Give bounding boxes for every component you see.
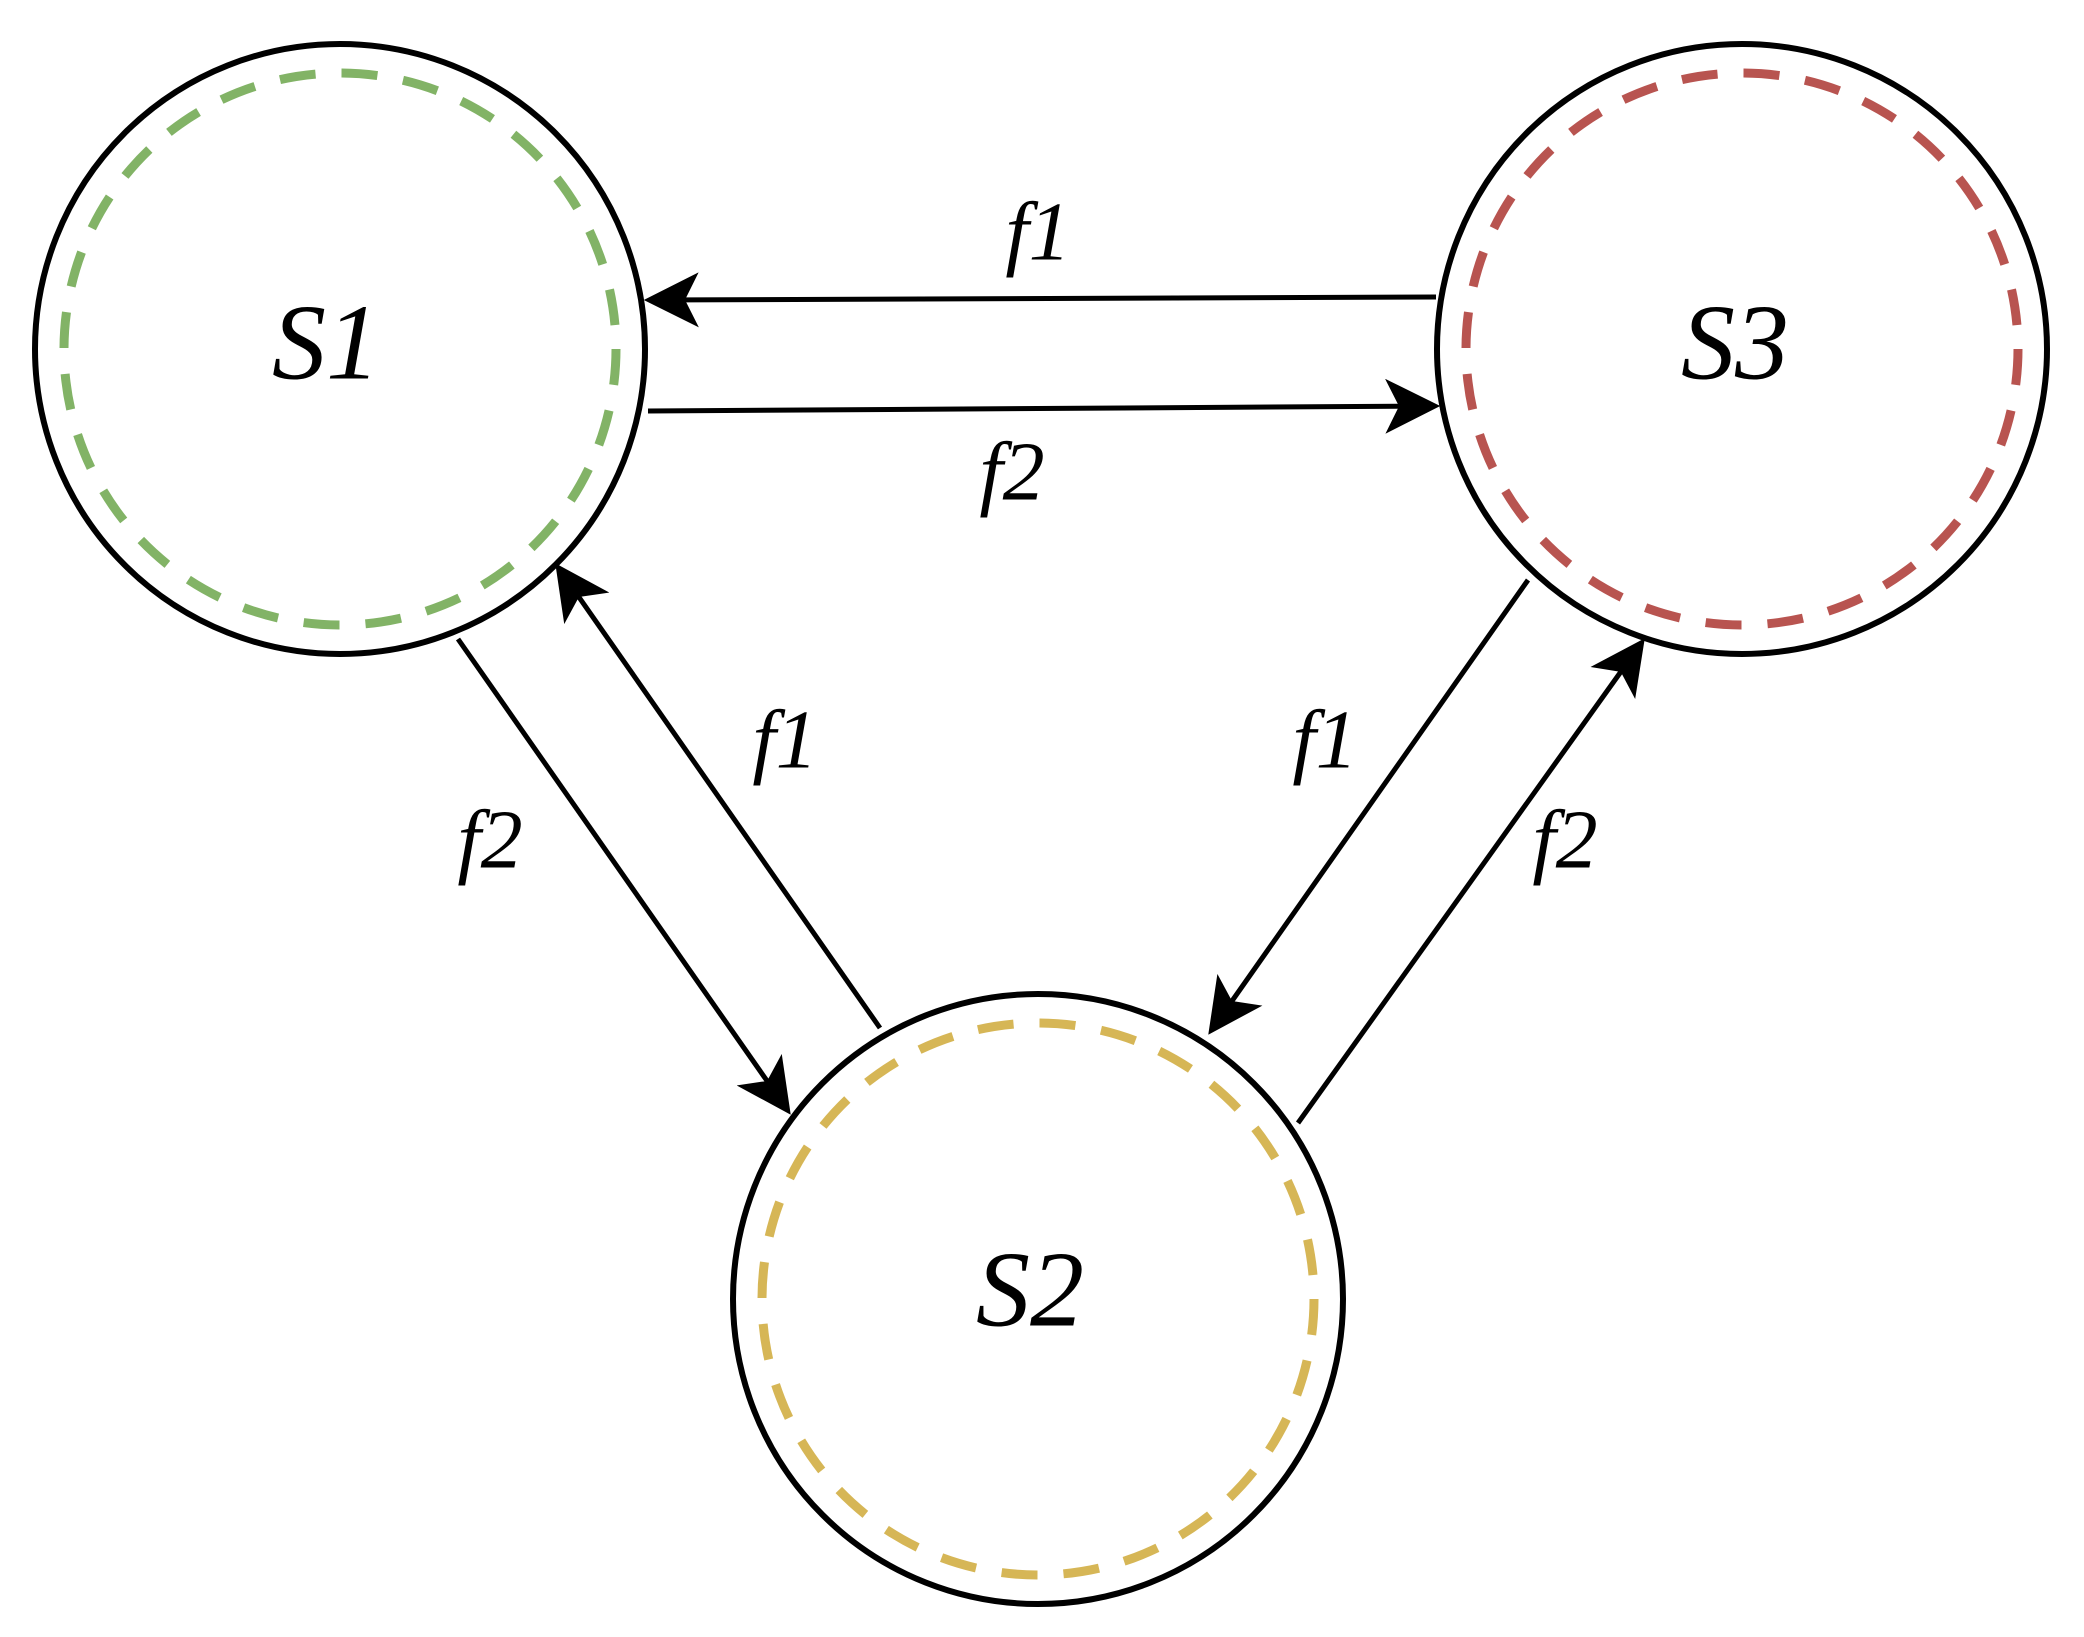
node-s3-dashed-ring bbox=[1461, 68, 2023, 630]
node-s1-dashed-ring bbox=[59, 68, 621, 630]
edge-s3-to-s2-arrow bbox=[1208, 578, 1531, 1035]
edge-s1-to-s3-label: f2 bbox=[979, 426, 1044, 519]
node-s3: S3 bbox=[1434, 41, 2050, 657]
node-s3-outer-circle bbox=[1434, 41, 2050, 657]
node-s2: S2 bbox=[730, 991, 1346, 1607]
node-s2-dashed-ring bbox=[757, 1018, 1319, 1580]
node-s3-label: S3 bbox=[1681, 284, 1789, 403]
edges bbox=[455, 272, 1645, 1125]
edge-s2-to-s3-arrow bbox=[1295, 638, 1645, 1125]
edge-s3-to-s2-label: f1 bbox=[1292, 694, 1357, 787]
edge-s2-to-s1-arrow bbox=[555, 563, 883, 1030]
edge-s3-to-s1-arrow bbox=[643, 272, 1437, 328]
edge-labels: f1 f2 f1 f2 f1 f2 bbox=[457, 186, 1597, 887]
edge-s1-to-s2-label: f2 bbox=[457, 794, 522, 887]
edge-s2-to-s1-label: f1 bbox=[752, 694, 817, 787]
node-s2-outer-circle bbox=[730, 991, 1346, 1607]
edge-s2-to-s3-label: f2 bbox=[1532, 794, 1597, 887]
edge-s3-to-s1-label: f1 bbox=[1005, 186, 1070, 279]
node-s1-label: S1 bbox=[272, 284, 380, 403]
edge-s1-to-s2-arrow bbox=[455, 637, 791, 1115]
node-s2-label: S2 bbox=[976, 1231, 1084, 1350]
node-s1: S1 bbox=[32, 41, 648, 657]
edge-s1-to-s3-arrow bbox=[647, 378, 1441, 434]
node-s1-outer-circle bbox=[32, 41, 648, 657]
